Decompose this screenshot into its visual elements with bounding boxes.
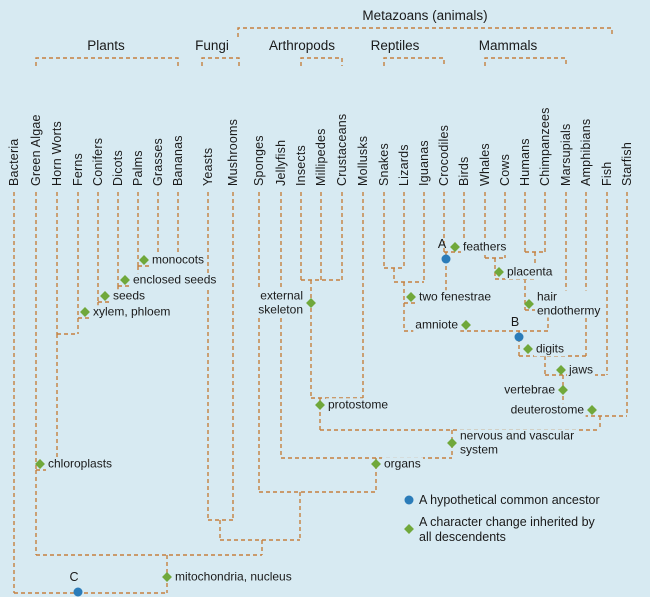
- group-label-metazoans-animals: Metazoans (animals): [362, 8, 488, 23]
- taxon-label-crocodiles: Crocodiles: [437, 124, 451, 186]
- taxon-label-whales: Whales: [478, 143, 492, 186]
- taxon-label-mollusks: Mollusks: [356, 135, 370, 186]
- taxon-label-crustaceans: Crustaceans: [335, 113, 349, 186]
- character-label-deuterostome: deuterostome: [508, 402, 586, 417]
- taxon-label-conifers: Conifers: [91, 137, 105, 186]
- taxon-label-amphibians: Amphibians: [579, 118, 593, 186]
- taxon-label-yeasts: Yeasts: [201, 147, 215, 186]
- legend-ancestor-text: A hypothetical common ancestor: [419, 493, 600, 507]
- ancestor-dot-icon: [73, 587, 83, 597]
- taxon-label-mushrooms: Mushrooms: [226, 118, 240, 186]
- ancestor-dot-icon: [514, 332, 524, 342]
- legend-ancestor-dot-icon: [404, 495, 414, 505]
- group-label-plants: Plants: [87, 38, 125, 53]
- taxon-label-dicots: Dicots: [111, 150, 125, 186]
- legend-character-line-1: A character change inherited by: [419, 515, 595, 529]
- character-label-mitochondria-nucleus: mitochondria, nucleus: [173, 569, 294, 584]
- taxon-label-green-algae: Green Algae: [29, 114, 43, 186]
- taxon-label-humans: Humans: [518, 138, 532, 186]
- ancestor-label-c: C: [69, 570, 79, 584]
- group-label-mammals: Mammals: [478, 38, 538, 53]
- taxon-label-millipedes: Millipedes: [314, 128, 328, 186]
- taxon-label-marsupials: Marsupials: [559, 123, 573, 186]
- group-label-arthropods: Arthropods: [268, 38, 336, 53]
- taxon-label-iguanas: Iguanas: [417, 140, 431, 186]
- ancestor-label-a: A: [437, 237, 447, 251]
- taxon-label-starfish: Starfish: [620, 142, 634, 186]
- taxon-label-jellyfish: Jellyfish: [274, 139, 288, 186]
- character-label-placenta: placenta: [505, 264, 555, 279]
- taxon-label-bacteria: Bacteria: [7, 138, 21, 186]
- legend-character-line-2: all descendents: [419, 530, 506, 544]
- ancestor-dot-icon: [441, 254, 451, 264]
- taxon-label-lizards: Lizards: [397, 144, 411, 186]
- character-label-monocots: monocots: [150, 252, 207, 267]
- taxon-label-cows: Cows: [498, 153, 512, 186]
- character-label-digits: digits: [534, 341, 567, 356]
- taxon-label-insects: Insects: [294, 145, 308, 186]
- taxon-label-snakes: Snakes: [377, 143, 391, 186]
- taxon-label-chimpanzees: Chimpanzees: [538, 107, 552, 186]
- character-label-enclosed-seeds: enclosed seeds: [131, 272, 219, 287]
- character-label-jaws: jaws: [567, 362, 596, 377]
- character-label-xylem-phloem: xylem, phloem: [91, 304, 173, 319]
- taxon-label-ferns: Ferns: [71, 153, 85, 186]
- character-label-chloroplasts: chloroplasts: [46, 456, 115, 471]
- legend-character-text: A character change inherited by all desc…: [419, 515, 595, 545]
- character-label-protostome: protostome: [326, 397, 391, 412]
- group-label-fungi: Fungi: [195, 38, 229, 53]
- group-label-reptiles: Reptiles: [370, 38, 420, 53]
- taxon-label-horn-worts: Horn Worts: [50, 121, 64, 186]
- character-label-vertebrae: vertebrae: [502, 382, 557, 397]
- ancestor-label-b: B: [510, 315, 520, 329]
- bottom-margin: [0, 597, 650, 604]
- taxon-label-grasses: Grasses: [151, 138, 165, 186]
- character-label-feathers: feathers: [461, 239, 509, 254]
- character-label-two-fenestrae: two fenestrae: [417, 289, 494, 304]
- character-label-organs: organs: [382, 456, 423, 471]
- character-label-seeds: seeds: [111, 288, 148, 303]
- group-brackets: [35, 27, 613, 66]
- character-label-amniote: amniote: [413, 317, 460, 332]
- taxon-label-fish: Fish: [600, 161, 614, 186]
- dashed-tree-lines: [13, 192, 628, 594]
- taxon-label-birds: Birds: [457, 156, 471, 186]
- taxon-label-palms: Palms: [131, 150, 145, 186]
- taxon-label-sponges: Sponges: [252, 135, 266, 186]
- taxon-label-bananas: Bananas: [171, 135, 185, 186]
